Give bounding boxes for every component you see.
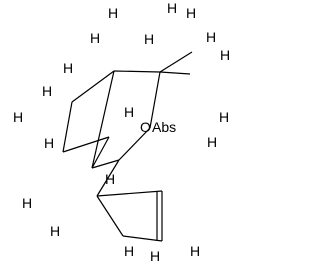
hydrogen-label: H — [42, 83, 52, 99]
hydrogen-label: H — [206, 29, 216, 45]
hydrogen-label: H — [219, 109, 229, 125]
bond-c5-c1 — [91, 136, 110, 169]
hydrogen-label: H — [186, 5, 196, 21]
hydrogen-label: H — [190, 243, 200, 259]
bond-c11-c4 — [113, 70, 161, 73]
hydrogen-label: H — [124, 243, 134, 259]
oxygen-atom-label: O — [140, 119, 151, 135]
hydrogen-label: H — [105, 171, 115, 187]
hydrogen-label: H — [22, 195, 32, 211]
bond-c3-c2 — [62, 101, 73, 153]
hydrogen-label: H — [144, 31, 154, 47]
bond-c11-c12 — [159, 51, 193, 73]
hydrogen-label: H — [220, 47, 230, 63]
bond-c2-c1 — [62, 136, 110, 153]
bond-c4-c3 — [71, 70, 115, 103]
bond-c9-c10 — [122, 235, 163, 242]
hydrogen-label: H — [124, 104, 134, 120]
bond-c5-c6 — [91, 159, 120, 169]
bond-c7-c8 — [96, 190, 163, 197]
hydrogen-label: H — [90, 30, 100, 46]
bond-layer — [62, 51, 193, 242]
bond-c6-o1 — [118, 127, 151, 161]
stereo-abs-label: Abs — [152, 119, 176, 135]
hydrogen-label: H — [108, 5, 118, 21]
hydrogen-label: H — [44, 135, 54, 151]
bond-c6-c7 — [96, 159, 120, 197]
bond-c5-c4 — [91, 70, 115, 169]
bond-c11-c13 — [159, 71, 191, 75]
hydrogen-label: H — [207, 134, 217, 150]
hydrogen-label: H — [167, 0, 177, 16]
label-layer: O Abs — [140, 119, 176, 135]
bond-o1-c11 — [149, 71, 161, 129]
bond-c10-c7 — [96, 195, 124, 237]
hydrogen-label: H — [13, 109, 23, 125]
hydrogen-label: H — [50, 223, 60, 239]
hydrogen-label: H — [63, 60, 73, 76]
hydrogen-label: H — [150, 248, 160, 264]
